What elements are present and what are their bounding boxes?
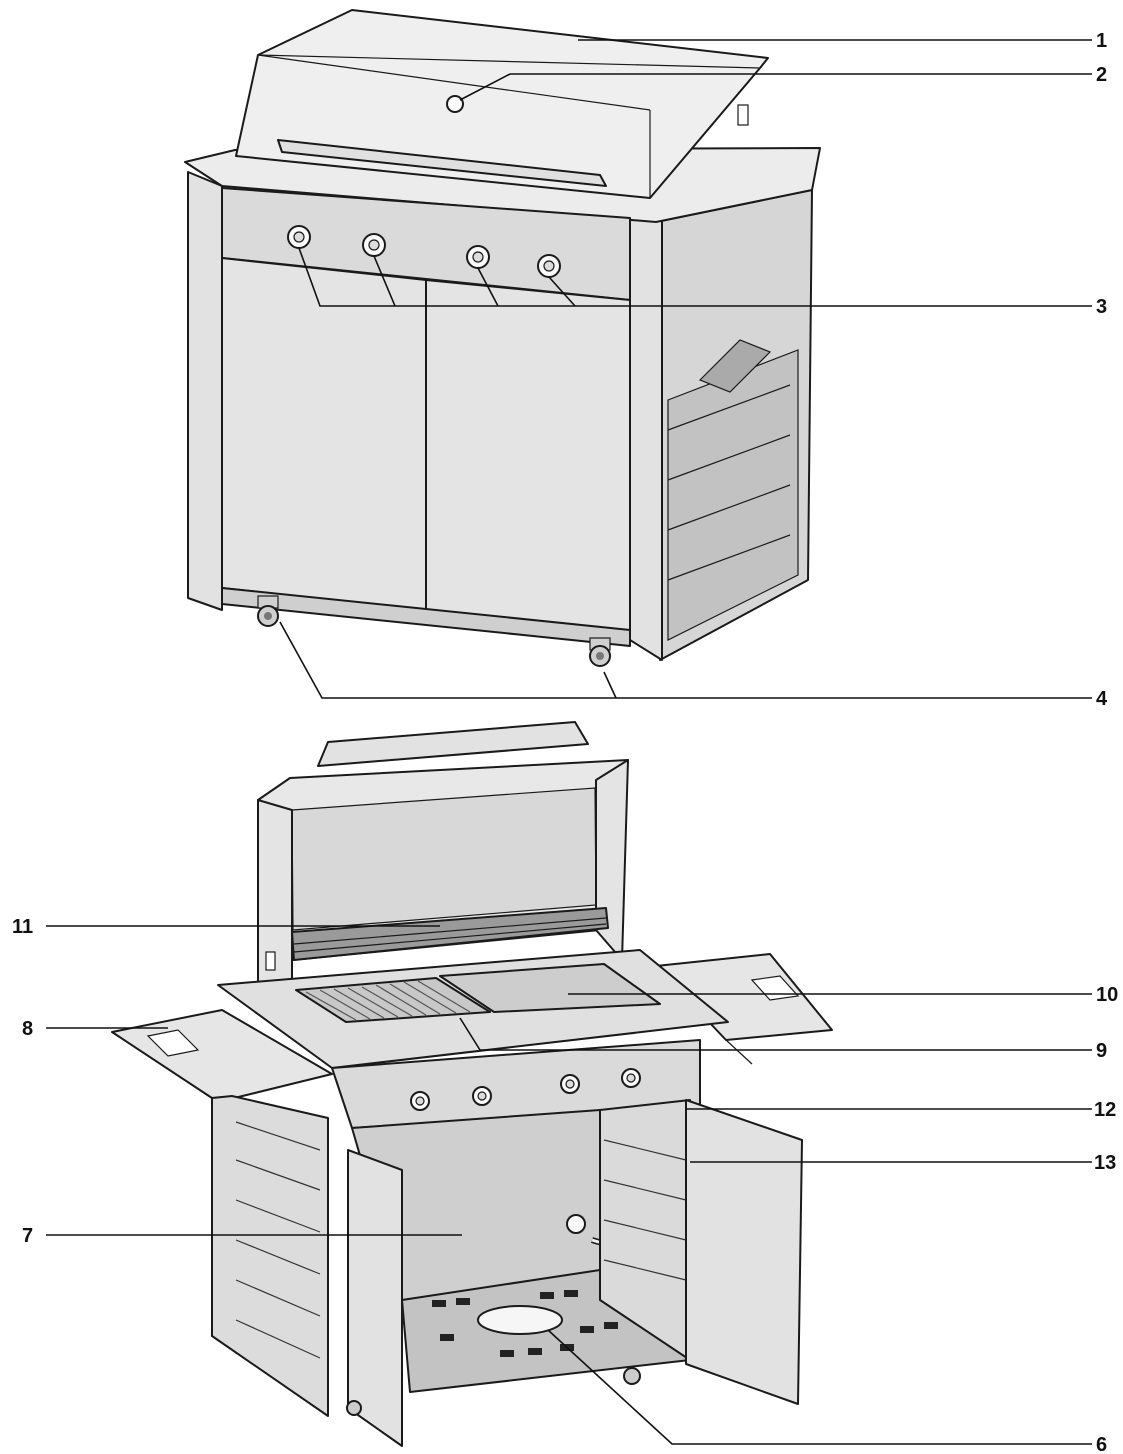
callout-13: 13 <box>1094 1152 1116 1174</box>
tank-opening <box>477 1305 563 1335</box>
callout-1: 1 <box>1096 30 1107 52</box>
warming-rack <box>291 907 609 961</box>
rear-caster <box>623 1367 641 1385</box>
open-lid-handle <box>317 721 589 767</box>
hose-connector <box>566 1214 586 1234</box>
callout-2: 2 <box>1096 64 1107 86</box>
callout-11: 11 <box>12 916 33 938</box>
callout-labels: 1 2 3 4 11 10 8 9 12 13 7 6 <box>12 30 1118 1454</box>
side-vents <box>667 339 799 641</box>
lid-handle <box>277 139 607 187</box>
thermometer-gauge <box>446 95 464 113</box>
right-cabinet-door <box>685 1099 803 1405</box>
callout-9: 9 <box>1096 1040 1107 1062</box>
callout-10: 10 <box>1096 984 1118 1006</box>
left-cabinet-door <box>347 1149 403 1447</box>
griddle-plate <box>439 963 661 1013</box>
callout-12: 12 <box>1094 1099 1116 1121</box>
side-vent-panel <box>211 1095 329 1417</box>
open-control-knobs <box>410 1068 641 1111</box>
open-grill-illustration <box>111 721 833 1447</box>
callout-leaders <box>46 39 1092 1445</box>
callout-6: 6 <box>1096 1434 1107 1454</box>
lid-interior <box>291 787 597 931</box>
callout-7: 7 <box>22 1225 33 1247</box>
cooking-grates <box>295 977 491 1023</box>
left-door <box>221 257 427 611</box>
left-post <box>187 171 223 611</box>
right-post <box>629 213 663 661</box>
callout-8: 8 <box>22 1018 33 1040</box>
closed-grill-illustration <box>184 9 821 667</box>
control-knobs <box>287 225 561 278</box>
callout-3: 3 <box>1096 296 1107 318</box>
right-door <box>425 279 631 641</box>
callout-4: 4 <box>1096 688 1108 710</box>
caster-wheels <box>257 595 611 667</box>
